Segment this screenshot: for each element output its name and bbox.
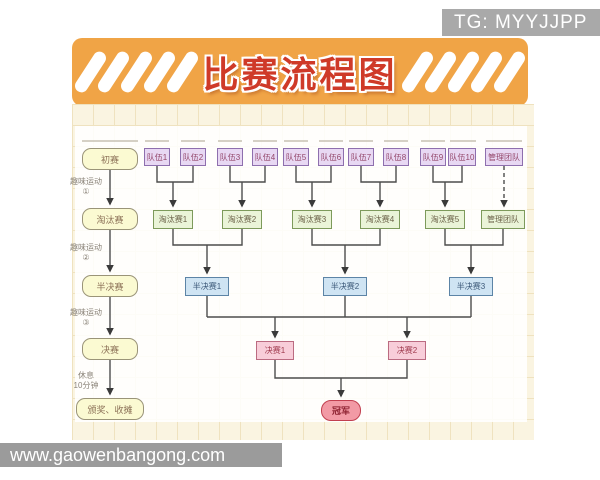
node-elim-2: 淘汰赛2 [222,210,262,229]
flowchart-sheet [75,126,527,422]
node-semi-3: 半决赛3 [449,277,493,296]
side-note-fun-sport-2: 趣味运动 ② [60,243,112,264]
node-team-3: 队伍3 [217,148,243,166]
node-team-7: 队伍7 [348,148,374,166]
node-team-5: 队伍5 [283,148,309,166]
node-management-team-green: 管理团队 [481,210,525,229]
node-team-9: 队伍9 [420,148,446,166]
stage-box-preliminary: 初赛 [82,148,138,170]
node-final-1: 决赛1 [256,341,294,360]
node-elim-4: 淘汰赛4 [360,210,400,229]
node-team-1: 队伍1 [144,148,170,166]
stage-box-semifinal: 半决赛 [82,275,138,297]
banner-slashes-right [399,49,528,95]
node-elim-3: 淘汰赛3 [292,210,332,229]
node-team-10: 队伍10 [448,148,476,166]
banner-slashes-left [72,49,201,95]
side-note-line: 趣味运动 [70,308,102,317]
side-note-fun-sport-1: 趣味运动 ① [60,177,112,198]
side-note-rest: 休息 10分钟 [60,371,112,392]
side-note-line: ② [82,253,90,263]
side-note-line: ① [82,187,90,197]
node-team-2: 队伍2 [180,148,206,166]
title-banner: 比赛流程图 [72,38,528,106]
tg-watermark: TG: MYYJJPP [442,9,600,36]
node-elim-5: 淘汰赛5 [425,210,465,229]
stage-box-awards: 颁奖、收摊 [76,398,144,420]
side-note-line: ③ [82,318,90,328]
stage-box-final: 决赛 [82,338,138,360]
side-note-line: 趣味运动 [70,243,102,252]
page-title: 比赛流程图 [202,54,398,95]
node-semi-1: 半决赛1 [185,277,229,296]
node-team-4: 队伍4 [252,148,278,166]
node-management-team-top: 管理团队 [485,148,523,166]
node-elim-1: 淘汰赛1 [153,210,193,229]
node-final-2: 决赛2 [388,341,426,360]
side-note-line: 10分钟 [73,381,99,391]
stage-box-elimination: 淘汰赛 [82,208,138,230]
side-note-line: 休息 [78,371,94,380]
node-semi-2: 半决赛2 [323,277,367,296]
site-watermark: www.gaowenbangong.com [0,443,282,467]
node-champion: 冠军 [321,400,361,421]
node-team-6: 队伍6 [318,148,344,166]
side-note-line: 趣味运动 [70,177,102,186]
side-note-fun-sport-3: 趣味运动 ③ [60,308,112,329]
node-team-8: 队伍8 [383,148,409,166]
